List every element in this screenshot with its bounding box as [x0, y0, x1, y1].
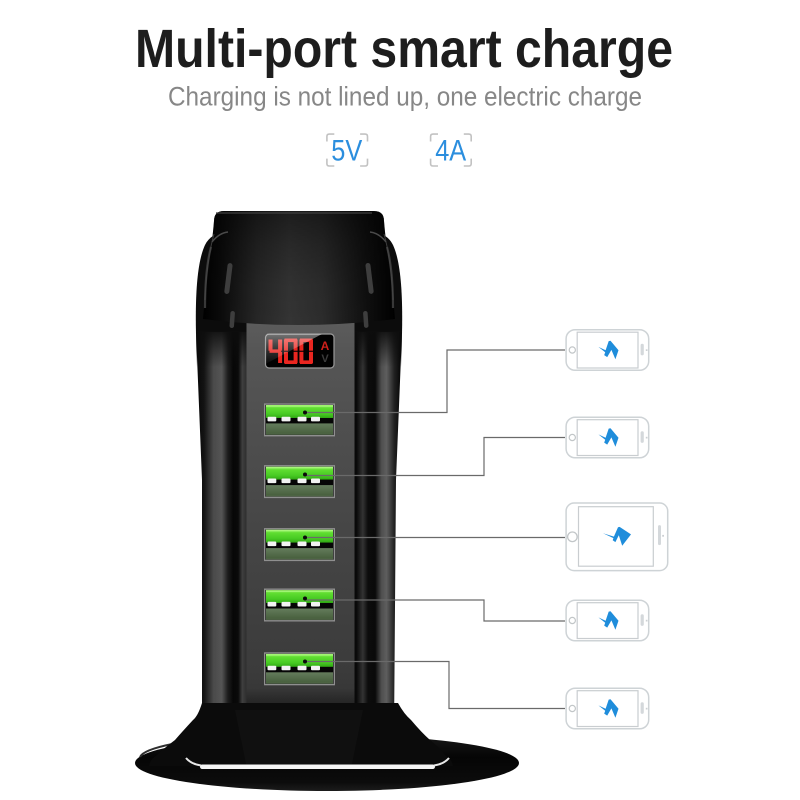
svg-text:4A: 4A: [435, 135, 466, 168]
svg-text:Charging is not lined up, one: Charging is not lined up, one electric c…: [168, 82, 642, 112]
svg-text:Multi-port smart charge: Multi-port smart charge: [135, 19, 673, 79]
svg-text:5V: 5V: [331, 135, 362, 168]
svg-text:V: V: [321, 353, 329, 365]
svg-text:A: A: [321, 339, 330, 353]
